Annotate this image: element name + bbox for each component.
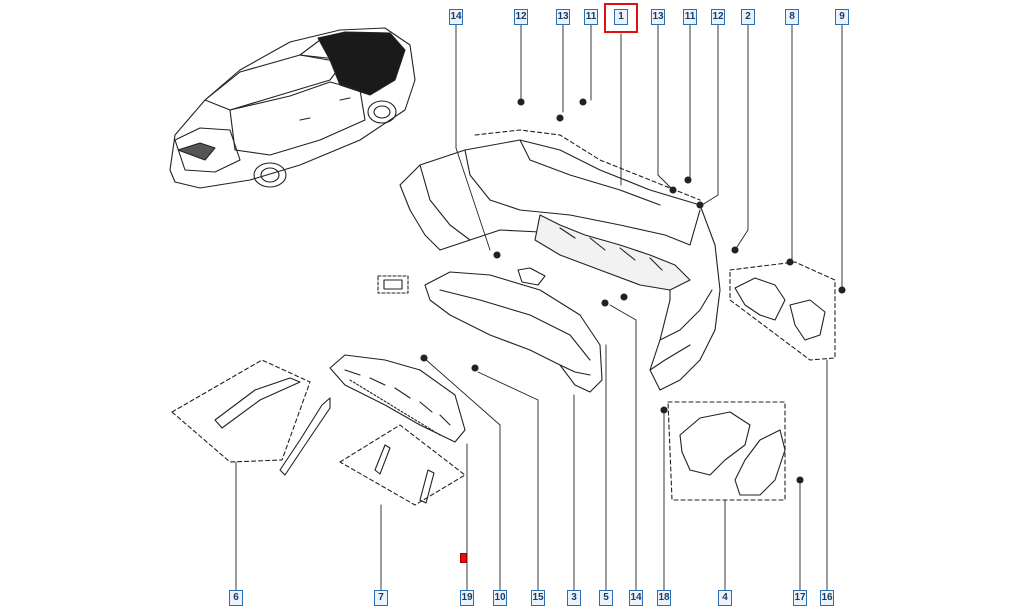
callout-bottom-6[interactable]: 3: [567, 590, 581, 606]
callout-bottom-12[interactable]: 16: [820, 590, 834, 606]
leader-lines-top: [455, 23, 843, 289]
reflector-parts: [339, 424, 466, 506]
leader-lines-bottom: [235, 304, 828, 591]
callout-bottom-11[interactable]: 17: [793, 590, 807, 606]
callout-top-9[interactable]: 2: [741, 9, 755, 25]
callout-top-11[interactable]: 9: [835, 9, 849, 25]
callout-bottom-3[interactable]: 19: [460, 590, 474, 606]
fasteners: [420, 98, 846, 484]
callout-bottom-1[interactable]: 6: [229, 590, 243, 606]
callout-bottom-7[interactable]: 5: [599, 590, 613, 606]
side-bracket-lower: [667, 401, 786, 501]
bumper-guide-outline: [474, 129, 701, 201]
callout-top-6[interactable]: 13: [651, 9, 665, 25]
callout-top-8[interactable]: 12: [711, 9, 725, 25]
callout-top-7[interactable]: 11: [683, 9, 697, 25]
callout-top-1[interactable]: 14: [449, 9, 463, 25]
rear-bumper: [399, 139, 721, 391]
callout-bottom-8[interactable]: 14: [629, 590, 643, 606]
lower-diffuser: [424, 271, 603, 393]
side-bracket-right: [729, 261, 836, 361]
callout-top-4[interactable]: 11: [584, 9, 598, 25]
callout-top-2[interactable]: 12: [514, 9, 528, 25]
callout-bottom-2[interactable]: 7: [374, 590, 388, 606]
callout-bottom-4[interactable]: 10: [493, 590, 507, 606]
callout-bottom-9[interactable]: 18: [657, 590, 671, 606]
callout-top-5-highlighted[interactable]: 1: [614, 9, 628, 25]
red-marker: [460, 553, 467, 563]
car-silhouette: [169, 27, 416, 189]
callout-bottom-5[interactable]: 15: [531, 590, 545, 606]
impact-absorber: [329, 354, 466, 443]
plate-bracket: [377, 275, 409, 294]
callout-bottom-10[interactable]: 4: [718, 590, 732, 606]
callout-top-3[interactable]: 13: [556, 9, 570, 25]
callout-top-10[interactable]: 8: [785, 9, 799, 25]
trim-strips: [171, 359, 331, 476]
